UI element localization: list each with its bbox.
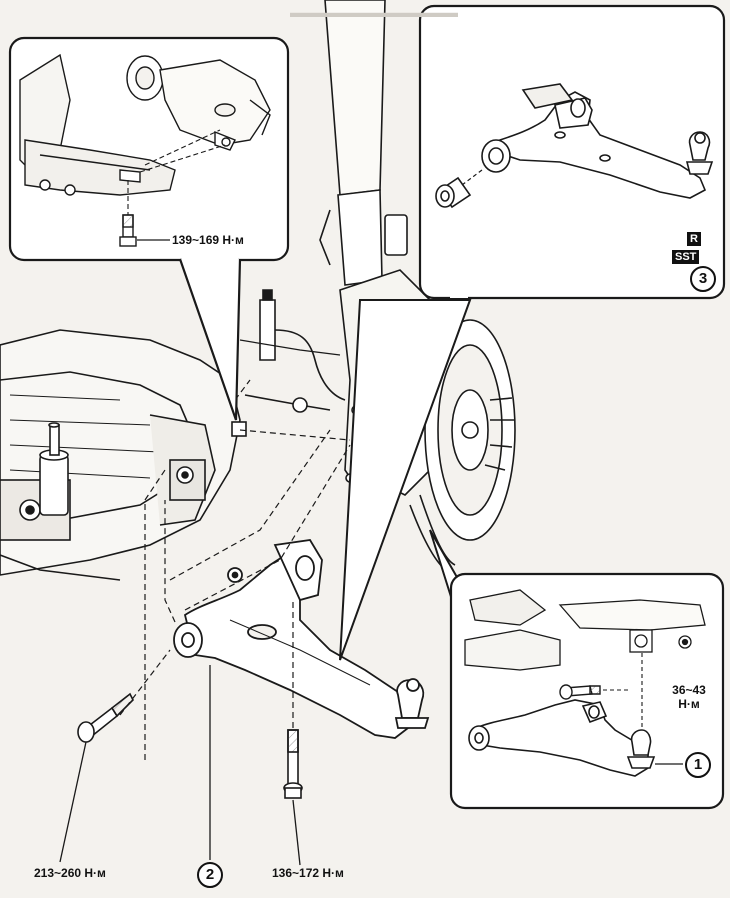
torque-label-bolt-136: 136~172 Н·м	[272, 866, 344, 880]
dash-lines	[119, 379, 351, 760]
bolt-213	[77, 692, 134, 743]
callout-3: 3	[690, 266, 716, 292]
torque-label-bolt-213: 213~260 Н·м	[34, 866, 106, 880]
callout-1: 1	[685, 752, 711, 778]
tag-r: R	[687, 232, 701, 246]
bolt-139	[119, 214, 137, 247]
mount-post	[39, 422, 69, 516]
lower-arm-main	[173, 539, 430, 739]
inset-top-left	[8, 36, 290, 421]
strut	[239, 0, 408, 401]
inset-top-right	[339, 4, 726, 661]
torque-label-inset-bottom-right: 36~43 Н·м	[664, 683, 714, 711]
torque-label-inset-top-left: 139~169 Н·м	[172, 233, 244, 247]
bolt-136	[283, 729, 303, 799]
tag-sst: SST	[672, 250, 700, 264]
torque-unit: Н·м	[678, 697, 700, 711]
stabilizer-link	[231, 394, 331, 437]
bushing-nut	[435, 176, 472, 209]
callout-2: 2	[197, 862, 223, 888]
subframe	[0, 329, 241, 581]
inset-lower-arm	[468, 699, 656, 777]
leader-lines	[59, 665, 301, 866]
page-texture: ▬▬▬▬▬▬▬▬▬▬▬▬	[290, 4, 458, 20]
inset-bottom-right	[429, 529, 725, 810]
inset-bolt	[559, 684, 601, 700]
torque-value-36: 36~43	[672, 683, 706, 697]
